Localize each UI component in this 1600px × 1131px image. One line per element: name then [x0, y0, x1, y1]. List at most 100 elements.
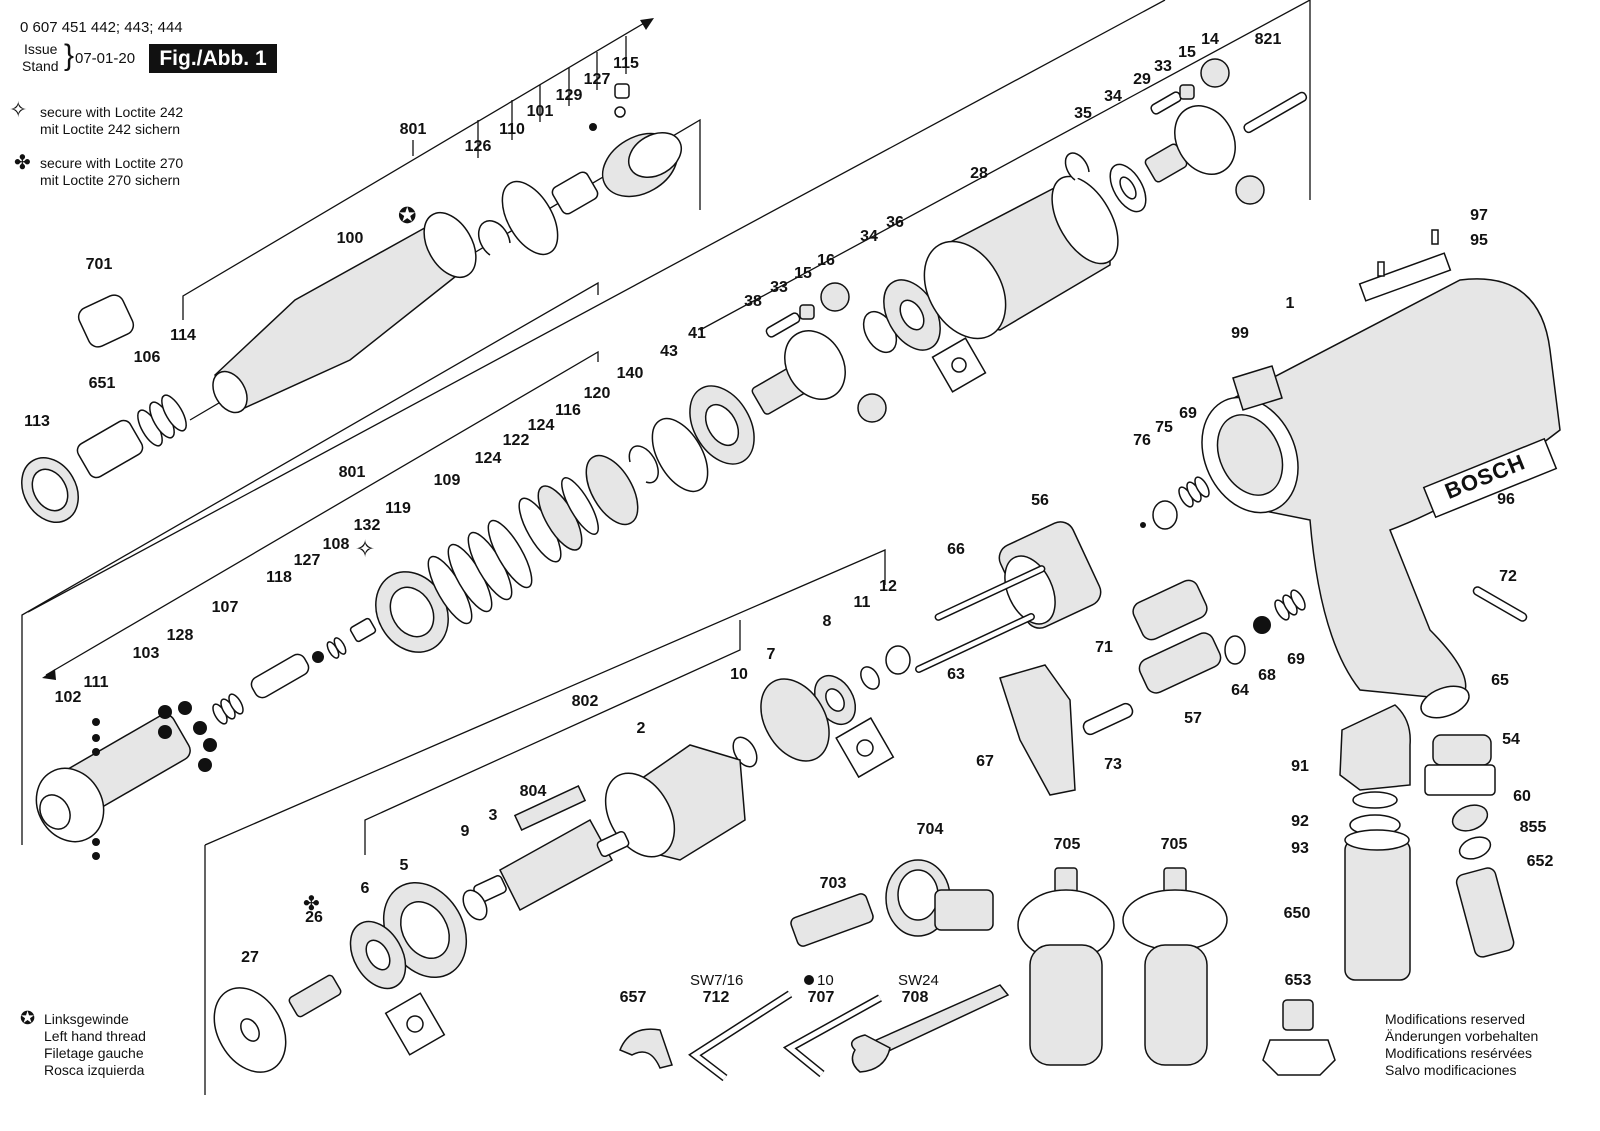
- lh-thread-fr: Filetage gauche: [44, 1045, 144, 1061]
- part-number-label: 116: [555, 402, 581, 419]
- hex-size-icon: [804, 975, 814, 985]
- part-number-label: 855: [1519, 819, 1547, 836]
- part-number-label: 91: [1291, 758, 1309, 775]
- part-14-gear-b: [1235, 175, 1265, 205]
- part-number-label: 801: [399, 121, 427, 138]
- part-65-oring: [1420, 685, 1470, 719]
- part-number-label: 29: [1133, 71, 1151, 88]
- part-109-spring: [427, 519, 533, 625]
- part-92-filter: [1352, 791, 1398, 809]
- part-124-122-bearing: [518, 477, 599, 563]
- part-number-label: 92: [1291, 813, 1309, 830]
- part-number-label: 653: [1284, 972, 1312, 989]
- part-708-wrench: [850, 984, 1010, 1073]
- part-number-label: 802: [571, 693, 599, 710]
- part-9-washer: [462, 889, 488, 921]
- part-number-label: 95: [1470, 232, 1488, 249]
- left-hand-thread-mark: ✪: [398, 203, 417, 228]
- figure-label: Fig./Abb. 1: [149, 44, 277, 73]
- lh-thread-es: Rosca izquierda: [44, 1062, 145, 1078]
- part-15-washer-b: [1179, 84, 1195, 100]
- modifications-fr: Modifications resérvées: [1385, 1045, 1533, 1061]
- part-number-label: 60: [1513, 788, 1531, 805]
- tool-size-sw716: SW7/16: [690, 972, 744, 989]
- part-number-label: 6: [360, 880, 370, 897]
- frame-main-diagonal: [27, 0, 1166, 613]
- part-71: [1132, 579, 1208, 641]
- left-hand-thread-icon: ✪: [20, 1008, 36, 1028]
- part-3-rotor: [473, 818, 630, 912]
- part-number-label: 96: [1497, 491, 1515, 508]
- part-132-screw: [349, 617, 377, 643]
- part-64-oring: [1224, 635, 1246, 665]
- part-651: [76, 419, 144, 479]
- stand-label: Stand: [22, 58, 59, 74]
- part-701: [77, 294, 135, 348]
- part-705-handle-a: [1017, 867, 1115, 1066]
- part-number-label: 101: [526, 103, 554, 120]
- arrow-head-mid: [42, 669, 56, 680]
- frame-802: [364, 620, 741, 855]
- part-111-balls: [92, 718, 100, 860]
- part-69-spring: [1178, 476, 1210, 508]
- part-number-label: 652: [1526, 853, 1554, 870]
- part-number-label: 56: [1031, 492, 1049, 509]
- part-115-screw: [614, 83, 630, 99]
- part-number-label: 69: [1287, 651, 1305, 668]
- part-653-plug: [1262, 999, 1336, 1076]
- part-number-label: 107: [211, 599, 239, 616]
- part-number-label: 113: [24, 413, 50, 430]
- part-number-label: 68: [1258, 667, 1276, 684]
- part-numbers: 0 607 451 442; 443; 444: [20, 19, 183, 36]
- frame-middle-low: [45, 350, 599, 676]
- frame-right-box: [699, 0, 1311, 331]
- part-96-label: [1422, 437, 1558, 519]
- part-704-clamp: [885, 859, 994, 937]
- part-16-gear: [820, 282, 850, 312]
- brace: }: [64, 39, 75, 72]
- part-number-label: 15: [1178, 44, 1196, 61]
- part-number-label: 15: [794, 265, 812, 282]
- part-15-washer: [799, 304, 815, 320]
- part-number-label: 69: [1179, 405, 1197, 422]
- part-68-ball: [1253, 616, 1271, 634]
- part-54-fitting: [1424, 734, 1496, 796]
- part-number-label: 28: [970, 165, 988, 182]
- part-73-pin: [1082, 702, 1134, 736]
- part-number-label: 111: [83, 674, 109, 691]
- part-number-label: 26: [305, 909, 323, 926]
- part-650-muffler: [1344, 829, 1411, 981]
- part-number-label: 7: [766, 646, 776, 663]
- part-number-label: 119: [385, 500, 411, 517]
- part-140: [628, 445, 659, 484]
- issue-date: 07-01-20: [75, 50, 136, 67]
- part-number-label: 64: [1231, 682, 1249, 699]
- part-95-plate: [1358, 252, 1452, 302]
- part-number-label: 102: [54, 689, 82, 706]
- part-number-label: 16: [817, 252, 835, 269]
- part-number-label: 108: [322, 536, 350, 553]
- part-number-label: 106: [133, 349, 161, 366]
- part-number-label: 801: [338, 464, 366, 481]
- part-number-label: 708: [901, 989, 929, 1006]
- part-38-carrier: [751, 330, 846, 415]
- part-number-label: 129: [555, 87, 583, 104]
- part-57: [1138, 632, 1222, 694]
- part-60-filter: [1451, 804, 1489, 832]
- part-28-ring-gear: [923, 175, 1119, 340]
- part-number-label: 72: [1499, 568, 1517, 585]
- part-657-clip: [619, 1028, 673, 1069]
- frame-middle-assembly: [21, 281, 599, 845]
- part-number-label: 73: [1104, 756, 1122, 773]
- part-705-handle-b: [1122, 867, 1228, 1066]
- part-33-pin-b: [1150, 91, 1182, 115]
- part-126: [477, 220, 511, 256]
- part-652-hose-nipple: [1455, 867, 1515, 958]
- lh-thread-en: Left hand thread: [44, 1028, 146, 1044]
- part-number-label: 35: [1074, 105, 1092, 122]
- part-number-label: 63: [947, 666, 965, 683]
- part-855-oring: [1458, 836, 1492, 860]
- part-118-pin: [250, 653, 310, 699]
- part-number-label: 701: [85, 256, 113, 273]
- part-number-label: 115: [613, 55, 639, 72]
